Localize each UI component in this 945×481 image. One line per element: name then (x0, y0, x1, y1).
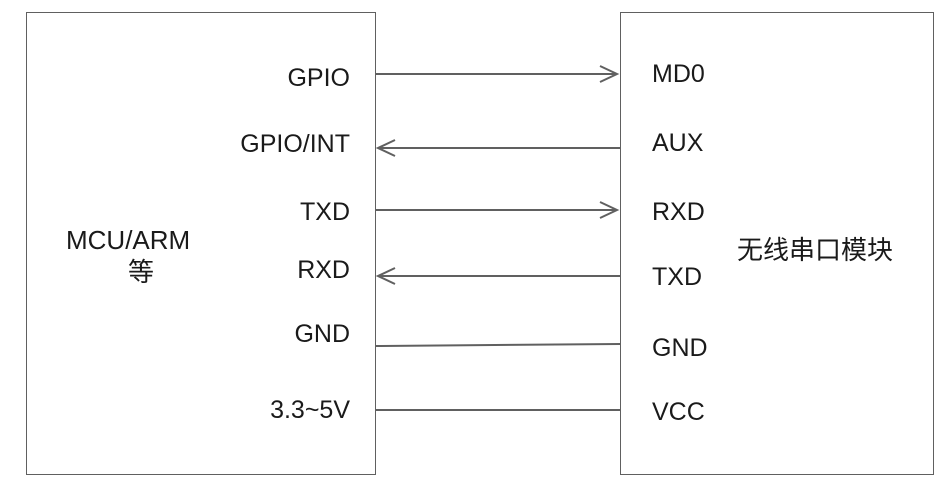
left-pin-txd: TXD (300, 198, 350, 226)
wire-aux-gpioint (375, 139, 620, 157)
left-pin-gpio-int: GPIO/INT (240, 130, 350, 158)
right-pin-aux: AUX (652, 129, 704, 157)
left-pin-rxd: RXD (297, 256, 350, 284)
wire-gnd (375, 343, 621, 347)
mcu-title: MCU/ARM (66, 225, 191, 255)
right-pin-gnd: GND (652, 334, 708, 362)
mcu-block (26, 12, 376, 475)
left-pin-power: 3.3~5V (270, 396, 350, 424)
wire-txd-rxd (376, 201, 620, 219)
wireless-module-block (620, 12, 934, 475)
wire-rxd-txd (375, 267, 620, 285)
right-pin-vcc: VCC (652, 398, 705, 426)
right-pin-rxd: RXD (652, 198, 705, 226)
mcu-title-suffix: 等 (128, 257, 155, 287)
module-title: 无线串口模块 (737, 235, 894, 265)
right-pin-md0: MD0 (652, 60, 705, 88)
left-pin-gpio: GPIO (287, 64, 350, 92)
left-pin-gnd: GND (294, 320, 350, 348)
wire-gpio-md0 (376, 65, 620, 83)
right-pin-txd: TXD (652, 263, 702, 291)
